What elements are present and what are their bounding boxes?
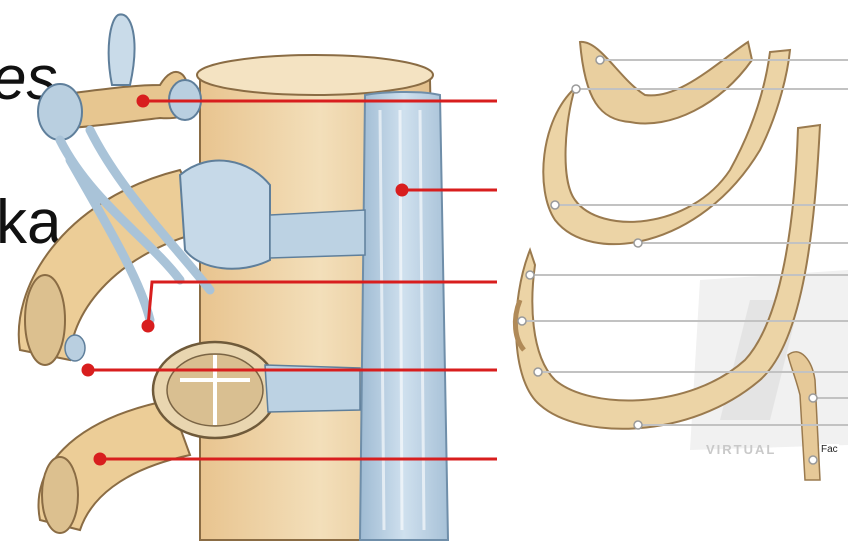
first-rib-fragment <box>580 42 752 124</box>
second-rib <box>543 50 790 244</box>
watermark-text: VIRTUAL <box>706 442 776 457</box>
credit-text: Fac <box>820 444 839 455</box>
